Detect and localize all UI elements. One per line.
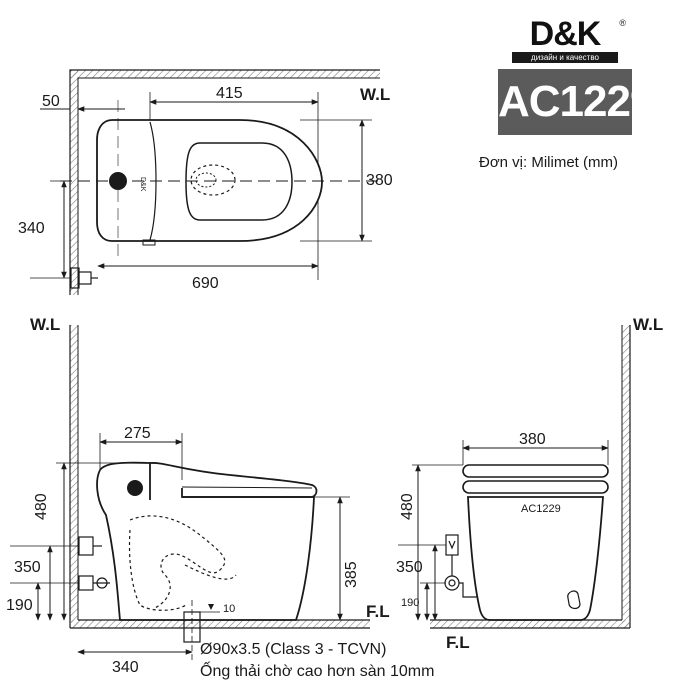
front-seat: [462, 480, 609, 494]
dim-350-side-label: 350: [14, 559, 41, 576]
dim-480-side-label: 480: [33, 493, 50, 520]
front-floor-label: F.L: [446, 633, 470, 652]
dim-10-label: 10: [223, 603, 235, 615]
front-body-label: AC1229: [521, 503, 561, 515]
dim-275-label: 275: [124, 425, 151, 442]
side-view: [10, 325, 370, 660]
brand-logo: D&K ® дизайн и качество: [498, 16, 632, 63]
top-wall-outline: [69, 69, 380, 295]
dim-10-arrow: [208, 604, 214, 610]
brand-name: D&K: [529, 15, 602, 53]
lid-logo: D&K: [139, 177, 146, 192]
pipe-note: Ống thải chờ cao hơn sàn 10mm: [200, 660, 434, 680]
dim-340-side-label: 340: [112, 659, 139, 676]
front-wall-hatch: [622, 325, 630, 627]
side-trap-path: [129, 515, 226, 609]
top-wall-hatch-left: [70, 70, 78, 295]
registered-mark-icon: ®: [619, 18, 626, 28]
top-bowl-opening: [190, 164, 236, 196]
side-trap-path-3: [184, 564, 237, 580]
top-toilet-outline: [96, 119, 323, 242]
front-power-socket-icon: [567, 590, 581, 610]
front-wall-label: W.L: [633, 315, 663, 334]
unit-note: Đơn vị: Milimet (mm): [479, 154, 618, 171]
top-inlet-nub: [142, 239, 156, 246]
top-wall-inner: [77, 77, 380, 295]
dim-385-label: 385: [343, 561, 360, 588]
brand-tagline: дизайн и качество: [512, 52, 618, 63]
top-seat-outline: [185, 142, 293, 221]
side-seat-lid: [149, 462, 318, 498]
dim-480-front-label: 480: [399, 493, 416, 520]
front-view: [398, 325, 631, 629]
dim-690-label: 690: [192, 275, 219, 292]
dim-340-top-label: 340: [18, 220, 45, 237]
side-tank-cover: [99, 461, 151, 500]
side-toilet-body: [96, 469, 315, 621]
front-body: [467, 496, 604, 621]
side-wall-hatch: [70, 325, 78, 627]
top-wall-hatch-top: [70, 70, 380, 78]
dim-350-front-label: 350: [396, 559, 423, 576]
dim-50-label: 50: [42, 93, 60, 110]
side-wall-label: W.L: [30, 315, 60, 334]
side-floor-label: F.L: [366, 602, 390, 621]
dim-380-top-label: 380: [366, 172, 393, 189]
front-lid: [462, 464, 609, 478]
top-view: [30, 69, 380, 295]
front-floor-hatch: [430, 620, 630, 628]
dim-190-front-label: 190: [401, 597, 419, 609]
top-wall-label: W.L: [360, 85, 390, 104]
side-water-inlet-valve-icon: [78, 536, 110, 591]
dim-415-label: 415: [216, 85, 243, 102]
dim-190-side-label: 190: [6, 597, 33, 614]
side-lid-gap: [181, 486, 313, 489]
side-floor-hatch: [70, 620, 370, 628]
top-trap-hint: [195, 172, 217, 188]
model-number: AC1229: [498, 69, 654, 135]
side-trap-path-2: [128, 529, 187, 611]
pipe-spec: Ø90x3.5 (Class 3 - TCVN): [200, 641, 386, 658]
dim-380-front-label: 380: [519, 431, 546, 448]
side-drain-outlet-icon: [127, 480, 143, 496]
top-water-inlet-valve-icon: [70, 267, 98, 289]
